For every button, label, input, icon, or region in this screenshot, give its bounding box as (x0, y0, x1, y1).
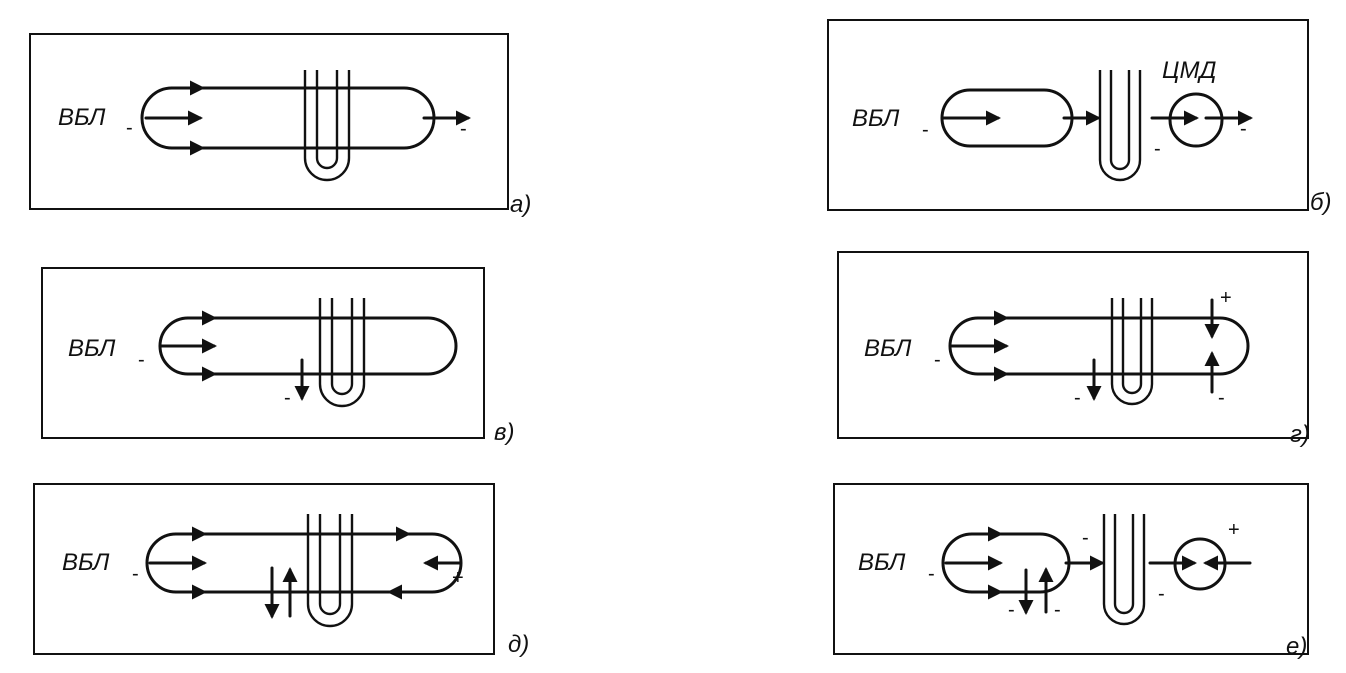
source-label: ВБЛ (852, 105, 900, 132)
stripe-domain (948, 316, 1250, 376)
panel-g: ВБЛ - - + - г) (837, 251, 1310, 448)
hairpin-conductor (303, 70, 351, 182)
panel-e-frame (833, 483, 1309, 655)
source-label: ВБЛ (68, 335, 116, 362)
plus-sign: + (1228, 519, 1240, 541)
panel-label: б) (1310, 189, 1332, 216)
plus-sign: + (452, 567, 464, 589)
stripe-domain (140, 86, 436, 150)
hairpin-conductor (1098, 70, 1142, 182)
stripe-domain (145, 532, 463, 594)
hairpin-conductor (1110, 298, 1154, 406)
bubble-label: ЦМД (1162, 57, 1216, 84)
panel-label: в) (494, 419, 515, 446)
panel-d-frame (33, 483, 495, 655)
source-label: ВБЛ (864, 335, 912, 362)
panel-v-frame (41, 267, 485, 439)
minus-sign: - (460, 118, 467, 140)
panel-label: г) (1290, 421, 1310, 448)
minus-sign: - (1082, 527, 1089, 549)
plus-sign: + (1220, 287, 1232, 309)
source-label: ВБЛ (62, 549, 110, 576)
minus-sign: - (934, 349, 941, 371)
minus-sign: - (1008, 599, 1015, 621)
hairpin-conductor (318, 298, 366, 408)
minus-sign: - (922, 119, 929, 141)
hairpin-conductor (1102, 514, 1146, 626)
panel-d: ВБЛ - + д) (33, 483, 529, 658)
minus-sign: - (1074, 387, 1081, 409)
hairpin-conductor (306, 514, 354, 628)
panel-label: е) (1286, 633, 1307, 660)
minus-sign: - (138, 349, 145, 371)
panel-label: а) (510, 191, 531, 218)
panel-e: ВБЛ - - - - - + е) (833, 483, 1309, 660)
minus-sign: - (1158, 583, 1165, 605)
minus-sign: - (1154, 138, 1161, 160)
source-label: ВБЛ (858, 549, 906, 576)
minus-sign: - (1240, 118, 1247, 140)
minus-sign: - (126, 117, 133, 139)
minus-sign: - (1218, 387, 1225, 409)
source-label: ВБЛ (58, 104, 106, 131)
minus-sign: - (928, 563, 935, 585)
panel-b: ВБЛ - - - ЦМД б) (827, 19, 1332, 216)
minus-sign: - (284, 387, 291, 409)
minus-sign: - (132, 563, 139, 585)
panel-g-frame (837, 251, 1309, 439)
stripe-domain (941, 532, 1071, 594)
panel-label: д) (508, 631, 529, 658)
minus-sign: - (1054, 599, 1061, 621)
bubble-domain (1168, 92, 1224, 148)
panel-b-frame (827, 19, 1309, 211)
stripe-domain (158, 316, 458, 376)
stripe-domain (940, 88, 1074, 148)
panel-v: ВБЛ - - в) (41, 267, 515, 446)
panel-a: ВБЛ - - а) (29, 33, 531, 218)
panel-a-frame (29, 33, 509, 210)
